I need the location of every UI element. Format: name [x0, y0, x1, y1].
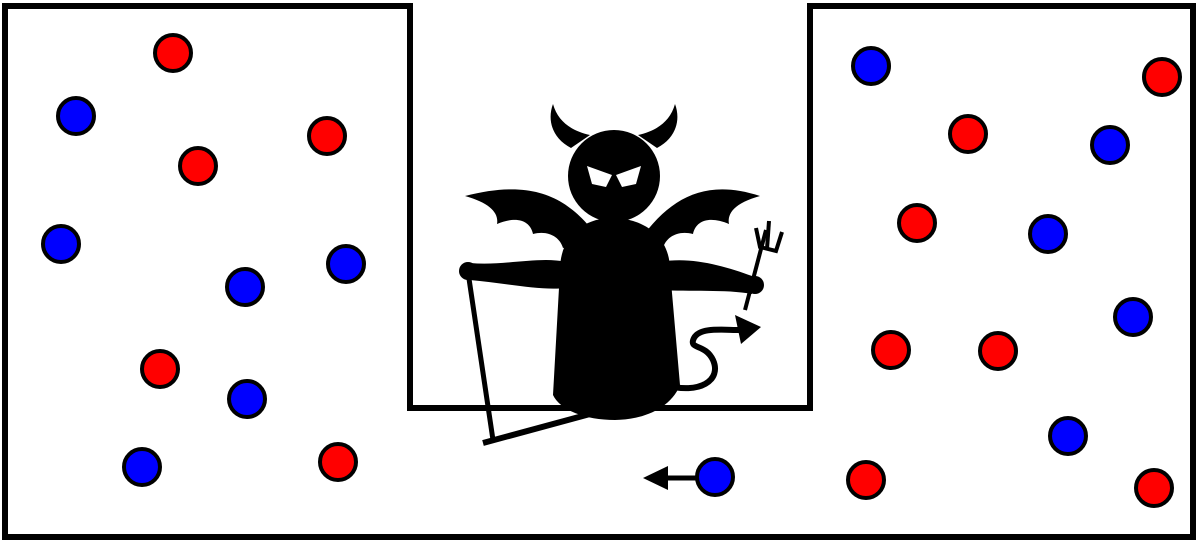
blue-particle	[43, 226, 79, 262]
tail-arrow-icon	[735, 315, 761, 344]
red-particle	[155, 35, 191, 71]
blue-particle	[328, 246, 364, 282]
trident-icon	[745, 221, 782, 310]
red-particle	[980, 333, 1016, 369]
blue-particle	[124, 449, 160, 485]
blue-particle	[227, 269, 263, 305]
red-particle	[873, 332, 909, 368]
blue-particle	[229, 381, 265, 417]
right-chamber-particles	[848, 48, 1180, 506]
red-particle	[142, 351, 178, 387]
left-arrow-icon	[643, 466, 668, 490]
red-particle	[180, 148, 216, 184]
red-particle	[899, 205, 935, 241]
demon-body	[553, 218, 680, 420]
demon-head	[568, 130, 660, 222]
left-fist	[459, 262, 477, 280]
blue-particle	[1030, 216, 1066, 252]
left-arm	[470, 260, 566, 289]
blue-particle	[1115, 299, 1151, 335]
red-particle	[309, 118, 345, 154]
red-particle	[950, 116, 986, 152]
red-particle	[1144, 59, 1180, 95]
red-particle	[848, 462, 884, 498]
moving-particle	[643, 459, 733, 495]
red-particle	[320, 444, 356, 480]
demon-silhouette-icon	[459, 104, 782, 443]
red-particle	[1136, 470, 1172, 506]
blue-particle	[697, 459, 733, 495]
left-chamber-particles	[43, 35, 364, 485]
right-arm	[660, 260, 752, 294]
blue-particle	[853, 48, 889, 84]
blue-particle	[58, 98, 94, 134]
blue-particle	[1050, 418, 1086, 454]
blue-particle	[1092, 127, 1128, 163]
